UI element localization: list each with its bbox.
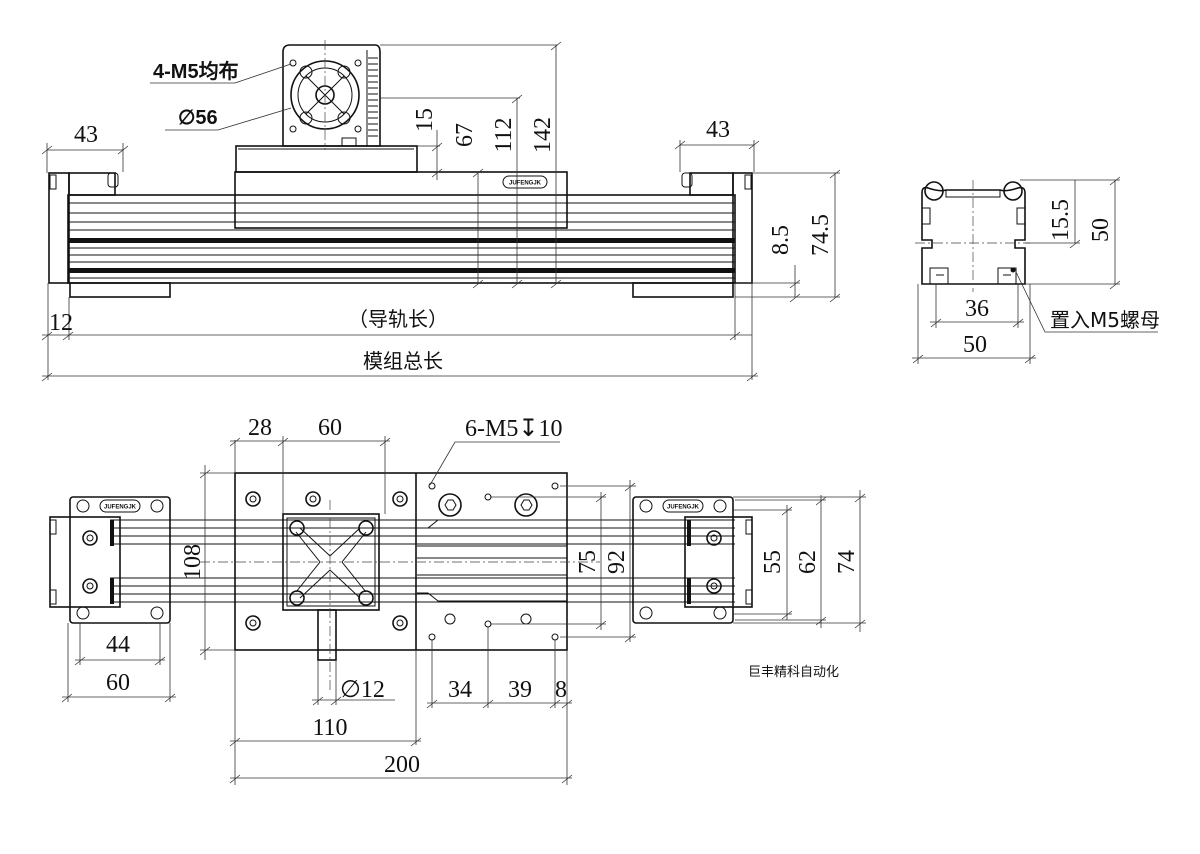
shaft-diameter: ∅12 — [340, 677, 385, 703]
plan-view: JUFENGJK JUFENGJK — [49, 415, 866, 785]
dim-28: 28 — [248, 415, 272, 441]
plan-right-end: JUFENGJK — [632, 496, 753, 624]
dim-8: 8 — [555, 677, 567, 703]
right-end-cap — [632, 172, 753, 298]
holes-note: 6-M5↧10 — [465, 416, 562, 442]
dim-200: 200 — [384, 752, 420, 778]
m5-holes — [428, 482, 559, 641]
front-view-dimensions: 43 43 15 67 112 142 8.5 74.5 12 （导轨长） 模组… — [41, 41, 841, 382]
dim-142: 142 — [530, 117, 556, 153]
dim-62: 62 — [795, 550, 821, 574]
company-name: 巨丰精科自动化 — [748, 665, 839, 680]
dim-55: 55 — [760, 550, 786, 574]
profile-dimensions: 15.5 50 36 50 置入M5螺母 — [912, 176, 1160, 364]
dim-34: 34 — [448, 677, 472, 703]
dim-110: 110 — [312, 715, 347, 741]
left-end-cap — [48, 172, 171, 298]
dim-right-end: 43 — [706, 117, 730, 143]
dim-15: 15 — [412, 108, 438, 132]
dim-67: 67 — [452, 123, 478, 147]
dim-112: 112 — [491, 117, 517, 152]
dim-height-50: 50 — [1088, 218, 1114, 242]
dim-75: 75 — [575, 550, 601, 574]
motor — [282, 40, 381, 150]
dim-15-5: 15.5 — [1048, 199, 1074, 241]
motor-holes-note: 4-M5均布 — [153, 59, 239, 83]
dim-8-5: 8.5 — [768, 225, 794, 255]
dim-74-5: 74.5 — [808, 214, 834, 256]
plan-left-end: JUFENGJK — [49, 496, 171, 624]
dim-44: 44 — [106, 632, 130, 658]
rail-profile — [67, 194, 736, 284]
brand-logo: JUFENGJK — [509, 181, 542, 187]
dim-60-top: 60 — [318, 415, 342, 441]
brand-logo: JUFENGJK — [667, 505, 700, 511]
plan-dimensions: 28 60 6-M5↧10 108 44 60 ∅12 110 200 34 3… — [61, 415, 866, 785]
dim-width-50: 50 — [963, 332, 987, 358]
dim-60-bottom: 60 — [106, 670, 130, 696]
nut-note: 置入M5螺母 — [1050, 308, 1160, 332]
module-total-length-label: 模组总长 — [363, 349, 443, 373]
dim-left-end: 43 — [74, 122, 98, 148]
motor-diameter-label: ∅56 — [178, 107, 218, 129]
brand-logo: JUFENGJK — [104, 505, 137, 511]
dim-108: 108 — [180, 544, 206, 580]
front-view: JUFENGJK 4-M5均布 ∅56 — [41, 40, 841, 382]
dim-39: 39 — [508, 677, 532, 703]
plan-carriage — [200, 472, 600, 690]
dim-92: 92 — [604, 550, 630, 574]
profile-view: 15.5 50 36 50 置入M5螺母 — [912, 176, 1160, 364]
dim-74: 74 — [834, 550, 860, 574]
rail-length-label: （导轨长） — [348, 307, 448, 331]
dim-12: 12 — [49, 310, 73, 336]
dim-36: 36 — [965, 296, 989, 322]
motor-heatsink-fins — [368, 57, 378, 137]
